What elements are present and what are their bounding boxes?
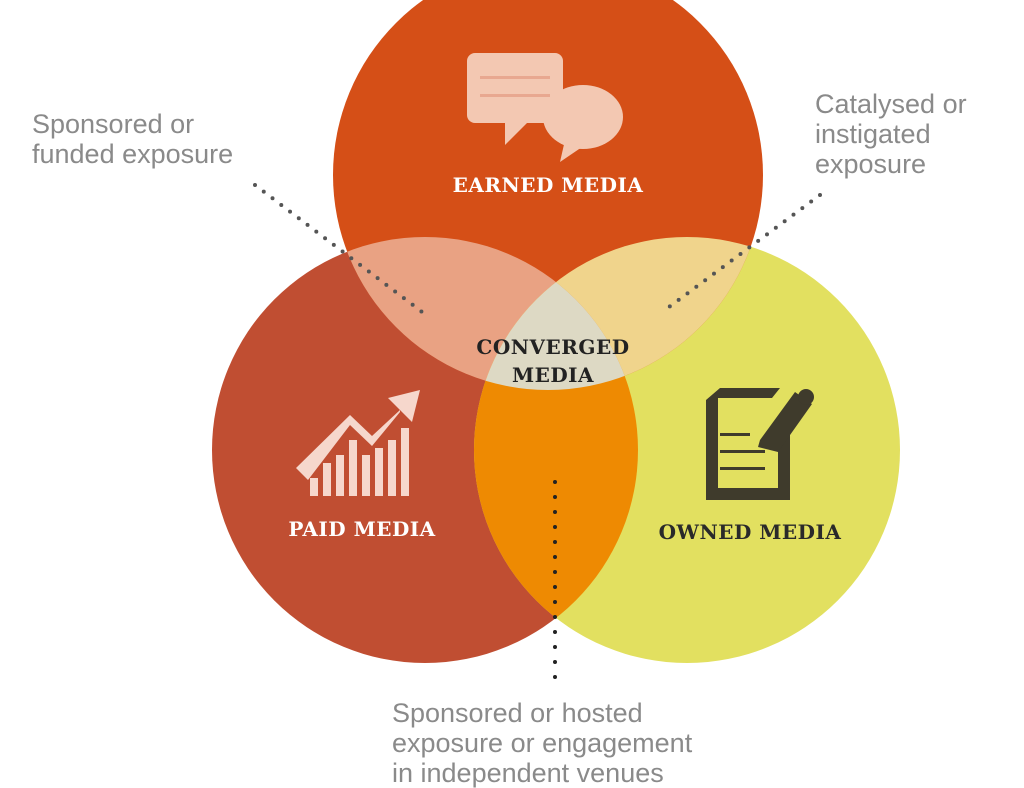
owned-media-label: OWNED MEDIA	[659, 520, 842, 544]
paid-media-label: PAID MEDIA	[288, 517, 435, 541]
converged-media-label-line1: CONVERGED	[476, 335, 629, 359]
converged-media-label-line2: MEDIA	[512, 363, 594, 387]
note-catalysed: Catalysed or instigated exposure	[815, 89, 967, 179]
earned-media-label: EARNED MEDIA	[453, 173, 644, 197]
leader-line-catalysed	[663, 193, 822, 312]
leader-line-sponsored-funded	[253, 183, 432, 320]
note-sponsored-hosted: Sponsored or hosted exposure or engageme…	[392, 698, 693, 788]
speech-bubbles-icon	[467, 53, 623, 162]
venn-diagram: EARNED MEDIA PAID MEDIA OWNED MEDIA CONV…	[212, 0, 900, 687]
growth-chart-icon	[296, 390, 420, 496]
document-pencil-icon	[706, 388, 814, 500]
note-sponsored-funded: Sponsored or funded exposure	[32, 109, 234, 169]
